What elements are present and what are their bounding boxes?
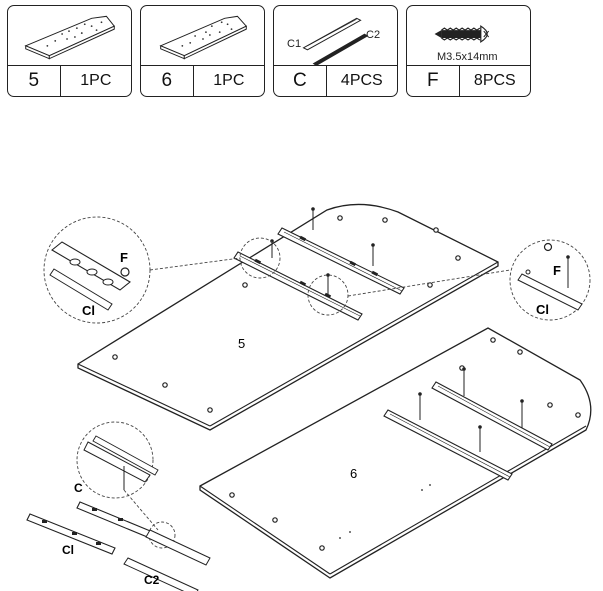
parts-list: 5 1PC 6 1PC (0, 0, 603, 100)
drawer-rail-thumbnail: C1 C2 (274, 6, 397, 68)
part-qty: 1PC (80, 72, 112, 89)
callout-screw-label: F (553, 263, 561, 278)
part-id: C (274, 66, 327, 96)
part-id: 6 (141, 66, 194, 96)
part-id: 5 (8, 66, 61, 96)
rails-panel-5 (233, 207, 405, 321)
screw-spec-label: M3.5x14mm (437, 51, 498, 63)
callout-screw-label: F (120, 250, 128, 265)
rail-assembly-detail: C Cl C2 (26, 421, 211, 591)
rail-c2-label: C2 (366, 29, 381, 41)
part-footer: C 4PCS (274, 65, 397, 96)
callout-left: F Cl (43, 216, 241, 324)
part-qty: 1PC (213, 72, 245, 89)
callout-rail-label: Cl (82, 303, 95, 318)
part-card-c: C1 C2 C 4PCS (273, 5, 398, 97)
part-id: F (407, 66, 460, 96)
rail-c-label: C (74, 481, 83, 495)
panel-5-label: 5 (238, 336, 245, 351)
callout-right: F Cl (347, 239, 591, 321)
rail-c2-label: C2 (144, 573, 160, 587)
panel-6: 6 (199, 327, 592, 579)
board-6-thumbnail (141, 6, 264, 68)
part-footer: 6 1PC (141, 65, 264, 96)
part-card-6: 6 1PC (140, 5, 265, 97)
rails-panel-6 (383, 367, 553, 481)
part-footer: 5 1PC (8, 65, 131, 96)
part-qty: 8PCS (473, 72, 516, 89)
rail-c1-label: C1 (287, 38, 302, 50)
part-card-f: M3.5x14mm F 8PCS (406, 5, 531, 97)
part-qty: 4PCS (340, 72, 383, 89)
part-footer: F 8PCS (407, 65, 530, 96)
board-5-thumbnail (8, 6, 131, 68)
part-card-5: 5 1PC (7, 5, 132, 97)
rail-c1-label: Cl (62, 543, 74, 557)
panel-5: 5 (77, 203, 499, 431)
panel-6-label: 6 (350, 466, 357, 481)
screw-thumbnail: M3.5x14mm (407, 6, 530, 68)
assembly-diagram: 5 (0, 180, 603, 591)
callout-rail-label: Cl (536, 302, 549, 317)
